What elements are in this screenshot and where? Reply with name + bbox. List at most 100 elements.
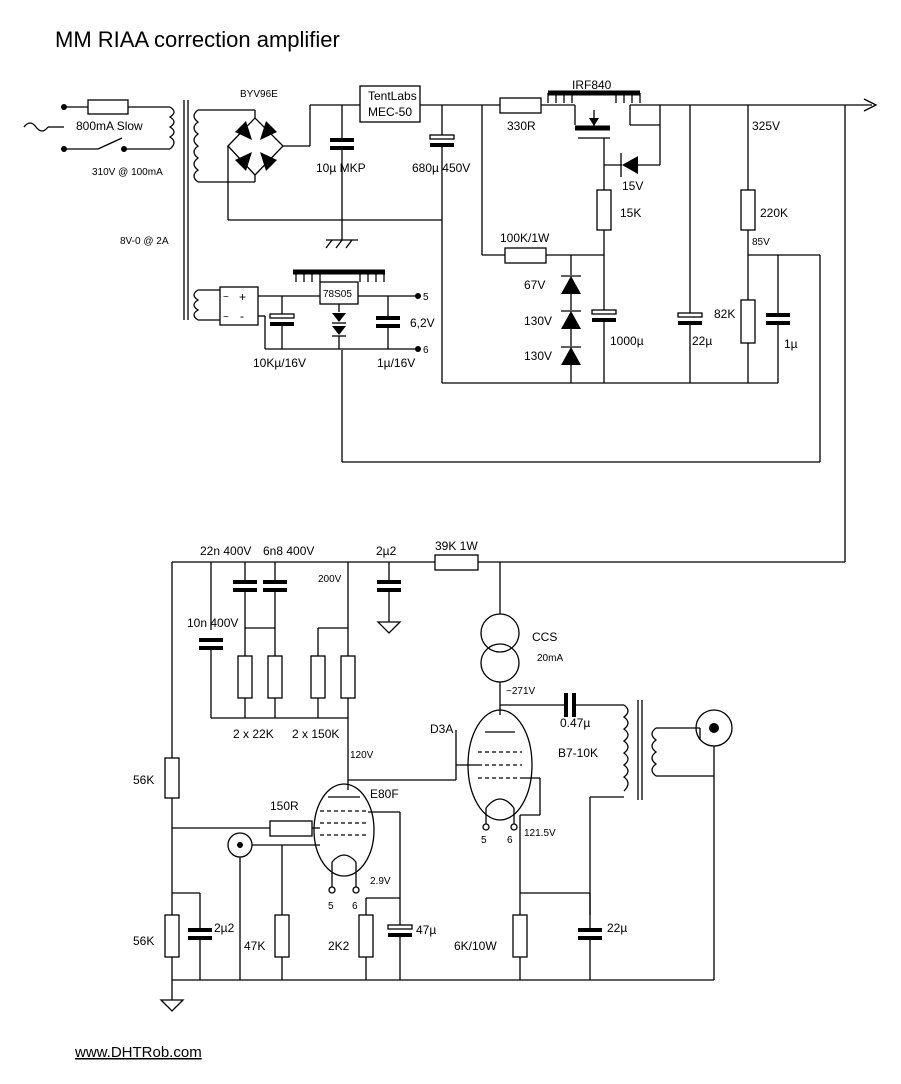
cap-1000u xyxy=(591,309,617,383)
e80f-pin6: 6 xyxy=(352,901,358,912)
d3a-pin5: 5 xyxy=(481,835,487,846)
hv-winding-label: 310V @ 100mA xyxy=(92,167,163,178)
cap-680u-label: 680µ 450V xyxy=(412,161,470,175)
amplifier-section: 39K 1W 22n 400V 6n8 400V 10n 400V 2 x 22… xyxy=(133,539,845,1012)
res-100k-label: 100K/1W xyxy=(500,231,550,245)
res-47k xyxy=(274,914,290,958)
cap-22u-bot-label: 22µ xyxy=(607,921,627,935)
svg-text:-: - xyxy=(240,309,244,323)
cap-10k-u xyxy=(269,313,295,319)
lv-pin6: 6 xyxy=(423,345,429,356)
svg-text:+: + xyxy=(239,290,246,304)
cap-047u xyxy=(564,693,568,717)
e80f-pin5: 5 xyxy=(328,901,334,912)
zener-15v xyxy=(604,153,660,177)
node-200v-label: 200V xyxy=(318,574,342,585)
res-39k xyxy=(434,554,479,571)
mains-input xyxy=(23,99,170,152)
ccs-label: CCS xyxy=(532,630,557,644)
ps-ground xyxy=(325,239,358,249)
ccs-source xyxy=(480,562,520,715)
amp-ground-top xyxy=(376,621,402,634)
page-title: MM RIAA correction amplifier xyxy=(55,27,340,52)
res-220k-label: 220K xyxy=(760,206,788,220)
tentlabs-regulator xyxy=(359,85,421,123)
d3a-label: D3A xyxy=(430,722,453,736)
node-271v-label: ~271V xyxy=(506,686,536,697)
zener-67v-label: 67V xyxy=(524,278,545,292)
tentlabs-line2: MEC-50 xyxy=(368,105,412,119)
res-330r xyxy=(499,97,542,114)
res-56k-bot-label: 56K xyxy=(133,934,154,948)
ccs-current-label: 20mA xyxy=(537,653,563,664)
res-15k xyxy=(596,189,612,231)
zener-130v-b-label: 130V xyxy=(524,349,552,363)
svg-text:78S05: 78S05 xyxy=(323,289,352,300)
zener-stack xyxy=(561,255,581,383)
hv-bridge-rectifier xyxy=(198,105,311,220)
res-56k-top-label: 56K xyxy=(133,773,154,787)
svg-text:~: ~ xyxy=(223,292,229,303)
cap-2u2-bot-label: 2µ2 xyxy=(214,921,235,935)
d3a-pin6: 6 xyxy=(507,835,513,846)
rail-6v2-label: 6,2V xyxy=(410,316,435,330)
d3a-tube xyxy=(467,709,533,831)
cap-2u2-top xyxy=(377,580,401,584)
out-voltage-label: 325V xyxy=(752,119,780,133)
cap-22u-ps-label: 22µ xyxy=(692,334,712,348)
res-39k-label: 39K 1W xyxy=(435,539,478,553)
res-47k-label: 47K xyxy=(244,939,265,953)
res-150r xyxy=(269,820,313,837)
cap-47u xyxy=(387,924,413,930)
footer-link[interactable]: www.DHTRob.com xyxy=(74,1044,202,1061)
cap-10n-label: 10n 400V xyxy=(187,616,238,630)
res-15k-label: 15K xyxy=(620,206,641,220)
node-121-5v-label: 121.5V xyxy=(524,828,556,839)
cap-2u2-top-label: 2µ2 xyxy=(376,544,397,558)
res-82k-label: 82K xyxy=(714,307,735,321)
cap-6n8-label: 6n8 400V xyxy=(263,544,314,558)
cap-47u-label: 47µ xyxy=(416,923,436,937)
res-150r-label: 150R xyxy=(270,799,299,813)
irf840-label: IRF840 xyxy=(572,78,612,92)
amp-ground-bottom xyxy=(159,999,185,1012)
e80f-tube xyxy=(313,783,375,894)
mains-switch xyxy=(97,137,123,150)
output-transformer xyxy=(589,700,733,980)
lv-winding-label: 8V-0 @ 2A xyxy=(120,236,169,247)
hv-out-arrow xyxy=(863,98,878,112)
zener-130v-a-label: 130V xyxy=(524,314,552,328)
mains-transformer xyxy=(168,100,200,321)
res-150k-b xyxy=(340,655,356,699)
cap-047u-label: 0.47µ xyxy=(560,716,590,730)
res-22k-b xyxy=(267,655,283,699)
cap-1u-label: 1µ xyxy=(784,337,798,351)
zener-15v-label: 15V xyxy=(622,179,643,193)
res-330r-label: 330R xyxy=(507,119,536,133)
res-2x150k-label: 2 x 150K xyxy=(292,727,339,741)
cap-22n-label: 22n 400V xyxy=(200,544,251,558)
cap-1u-16v xyxy=(376,316,400,320)
cap-6n8 xyxy=(263,580,287,584)
cap-680u xyxy=(429,105,455,383)
power-supply-section: 800mA Slow 310V @ 100mA 8V-0 @ 2A BYV xyxy=(23,78,878,562)
res-82k xyxy=(740,299,756,344)
e80f-label: E80F xyxy=(370,787,399,801)
fuse-label: 800mA Slow xyxy=(76,119,143,133)
cap-1000u-label: 1000µ xyxy=(610,334,644,348)
cap-1u-16v-label: 1µ/16V xyxy=(377,356,415,370)
cap-22n xyxy=(233,580,257,584)
irf840-mosfet xyxy=(547,90,661,190)
bridge-label: BYV96E xyxy=(240,89,278,100)
node-120v-label: 120V xyxy=(350,750,374,761)
res-100k xyxy=(504,247,547,264)
res-2x22k-label: 2 x 22K xyxy=(233,727,274,741)
cap-22u-ps xyxy=(677,105,703,383)
res-56k-bot xyxy=(164,914,180,958)
cap-2u2-bot xyxy=(188,928,212,932)
cap-1u xyxy=(766,255,790,383)
res-6k-label: 6K/10W xyxy=(454,939,497,953)
res-6k xyxy=(512,914,528,958)
cap-10k-u-label: 10Kµ/16V xyxy=(253,356,306,370)
